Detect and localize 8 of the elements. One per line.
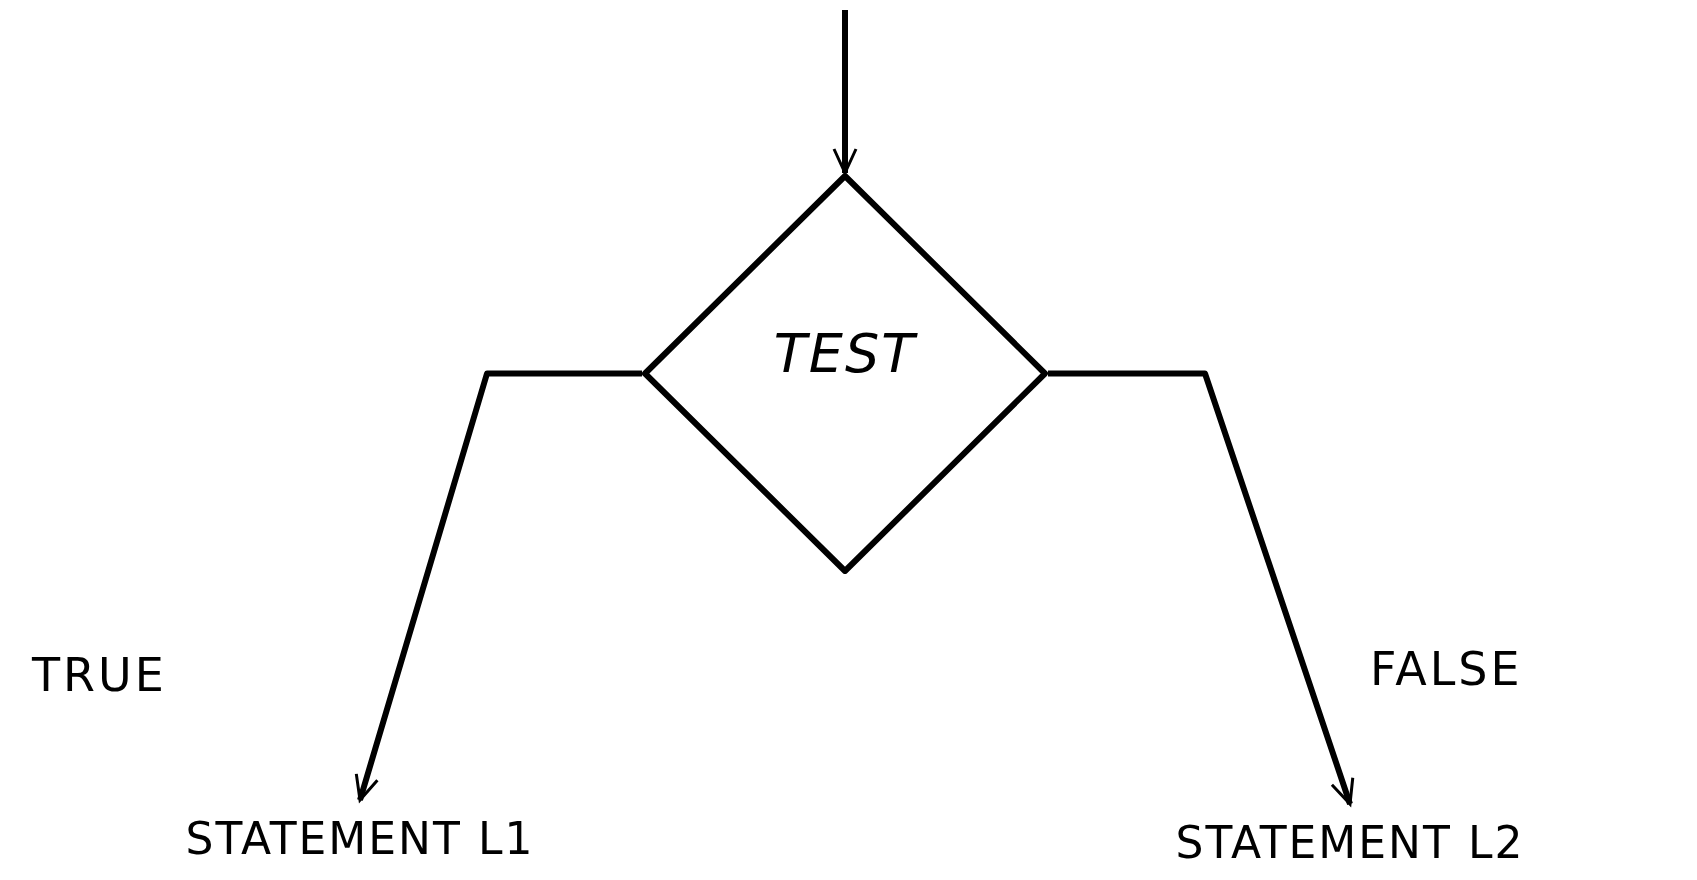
edge-label: FALSE <box>1370 642 1523 696</box>
statement-text: STATEMENT L2 <box>1175 816 1525 868</box>
statement-text: STATEMENT L1 <box>185 812 535 864</box>
arrow <box>354 370 642 802</box>
arrow <box>832 10 858 175</box>
arrow <box>1048 370 1355 806</box>
condition-text: TEST <box>773 322 917 385</box>
edge-label: TRUE <box>32 648 167 702</box>
